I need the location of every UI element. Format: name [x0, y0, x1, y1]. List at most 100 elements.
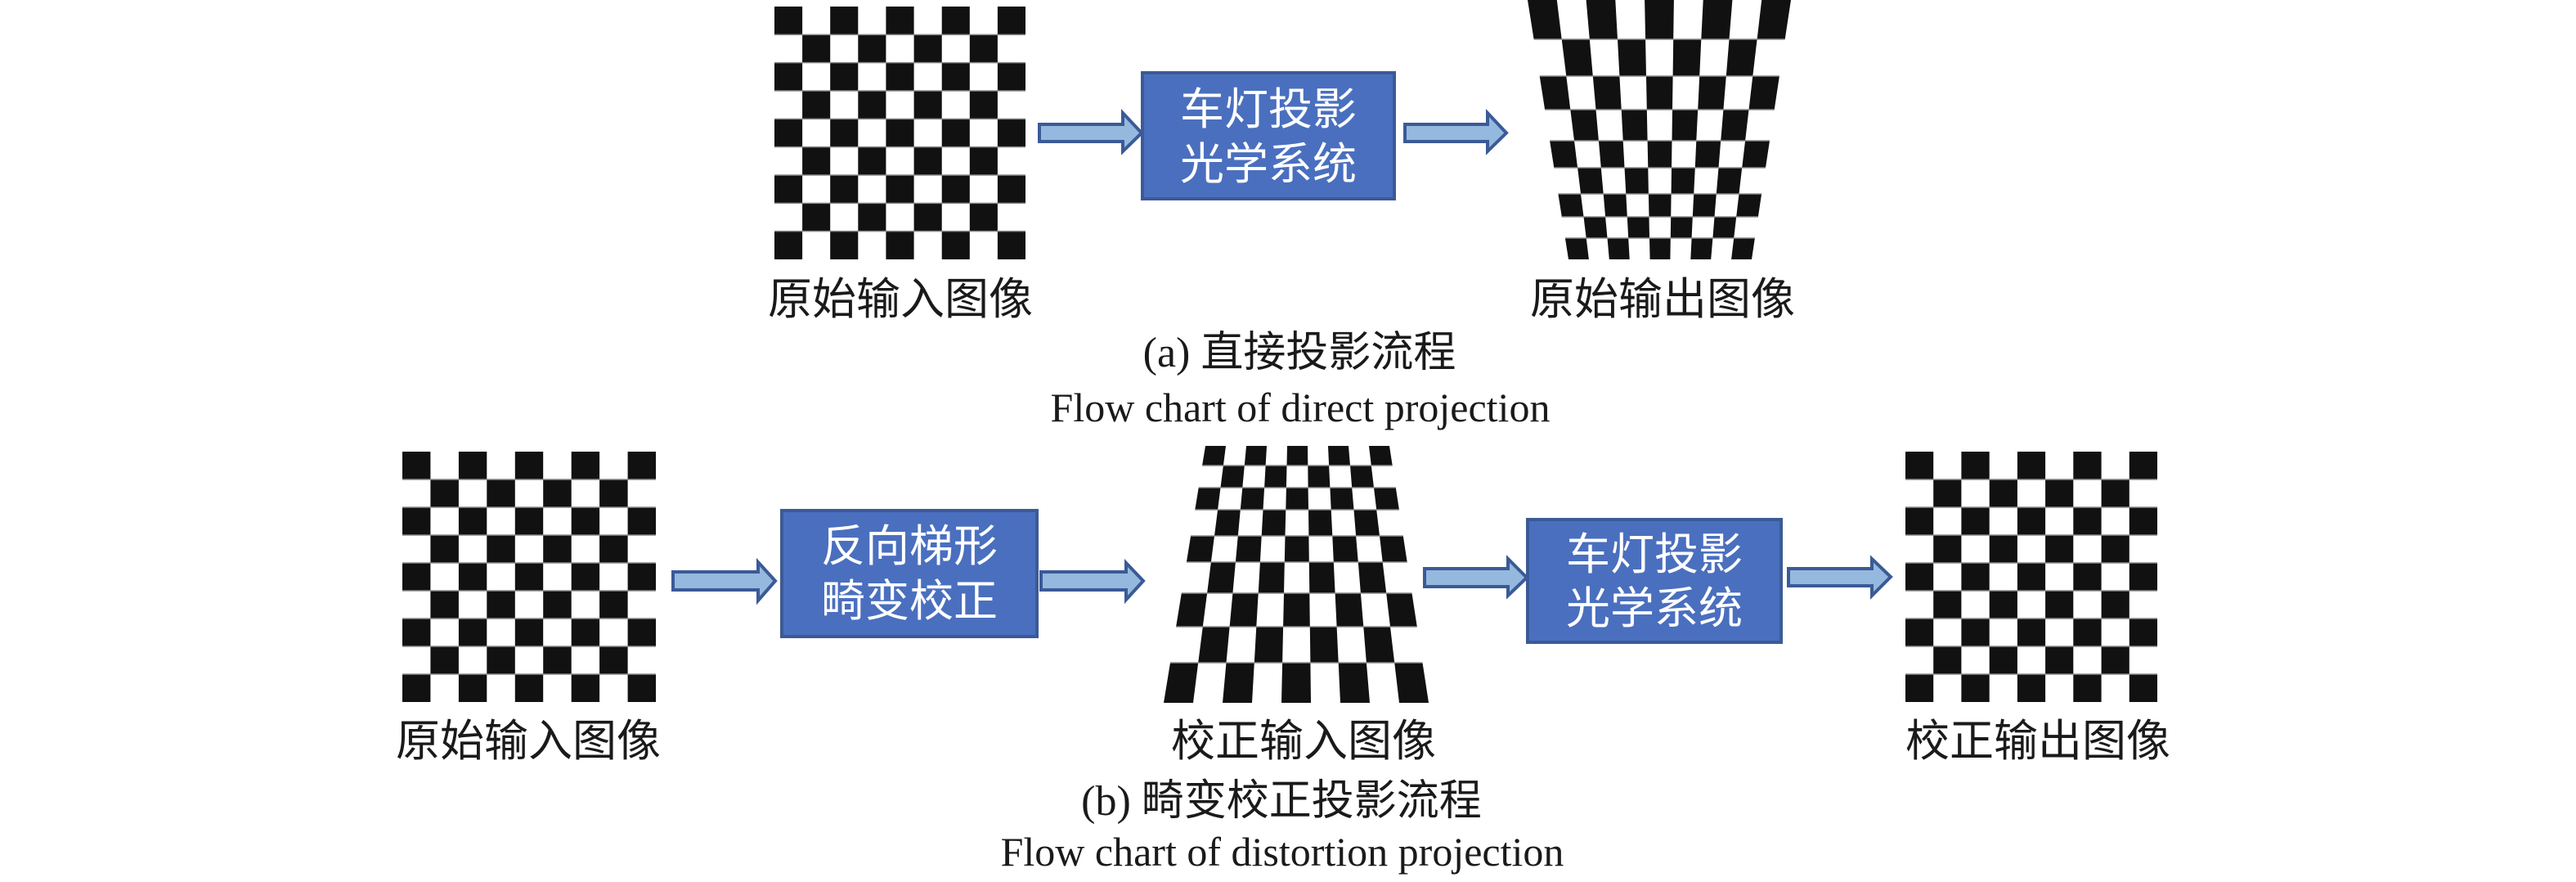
panel-a-arrow-1	[1038, 108, 1144, 155]
panel-b-corrected-cell	[1258, 562, 1285, 593]
panel-a-input-cell	[941, 7, 970, 35]
panel-b-output-cell	[2101, 646, 2129, 674]
panel-a-input-cell	[774, 175, 803, 204]
panel-b-corrected-cell	[1358, 562, 1387, 593]
panel-b-corrected-cell	[1386, 593, 1417, 627]
panel-b-input-label: 原始输入图像	[396, 717, 661, 766]
panel-b-input-cell	[571, 619, 600, 646]
panel-b-input-cell	[487, 479, 515, 507]
panel-b-output-cell	[1905, 452, 1934, 479]
panel-a-input-cell	[886, 7, 914, 35]
panel-b-corrected-label: 校正输入图像	[1171, 717, 1436, 766]
panel-b-arrow-4	[1787, 555, 1893, 600]
panel-b-input-cell	[514, 563, 544, 591]
panel-a-input-cell	[913, 91, 942, 119]
panel-a-input-cell	[774, 7, 803, 35]
panel-a-input-cell	[969, 203, 998, 232]
panel-b-output-cell	[2017, 563, 2046, 591]
panel-b-input-cell	[627, 619, 656, 646]
panel-b-output-cell	[1905, 674, 1934, 702]
panel-a-input-cell	[913, 203, 942, 232]
panel-a-input-cell	[886, 231, 914, 259]
panel-b-output-cell	[2129, 674, 2157, 702]
panel-a-input-cell	[913, 146, 942, 175]
panel-a-output-cell	[1701, 0, 1733, 39]
panel-b-output-cell	[2017, 507, 2046, 535]
panel-a-output-cell	[1648, 194, 1672, 217]
panel-a-input-cell	[802, 146, 831, 175]
panel-a-output-cell	[1624, 168, 1649, 194]
panel-a-input-cell	[941, 175, 970, 204]
panel-a-output-cell	[1721, 110, 1749, 141]
panel-b-arrow-2	[1039, 559, 1146, 605]
panel-a-input-cell	[830, 7, 859, 35]
panel-a-input-cell	[941, 119, 970, 147]
panel-b-input-cell	[571, 452, 600, 479]
panel-b-output-cell	[2017, 452, 2046, 479]
panel-b-corrected-cell	[1380, 536, 1407, 562]
panel-a-input-cell	[830, 175, 859, 204]
panel-b-input-cell	[514, 674, 544, 702]
panel-b-corrected-cell	[1244, 446, 1267, 466]
panel-b-output-cell	[2073, 452, 2102, 479]
panel-b-corrected-cell	[1330, 488, 1354, 510]
panel-a-output-cell	[1592, 76, 1622, 110]
panel-b-input-cell	[543, 591, 572, 619]
panel-b-correction-box-line1: 反向梯形	[821, 522, 998, 571]
panel-b-input-cell	[430, 479, 459, 507]
panel-a-output-cell	[1583, 217, 1608, 238]
panel-b-output-label: 校正输出图像	[1905, 717, 2170, 766]
panel-b-output-cell	[2017, 619, 2046, 646]
panel-a-output-cell	[1748, 76, 1779, 110]
panel-b-corrected-cell	[1328, 446, 1350, 466]
panel-b-process-box-line1: 车灯投影	[1566, 530, 1743, 579]
panel-b-input-cell	[543, 535, 572, 563]
panel-a-output-cell	[1618, 39, 1646, 76]
panel-b-corrected-cell	[1264, 466, 1287, 488]
panel-b-corrected-cell	[1286, 446, 1308, 466]
panel-a-input-cell	[830, 119, 859, 147]
panel-a-input-checkerboard	[774, 7, 1025, 259]
panel-b-input-cell	[599, 535, 628, 563]
panel-b-corrected-cell	[1164, 663, 1199, 703]
panel-b-output-cell	[1989, 535, 2017, 563]
panel-a-output-cell	[1742, 141, 1770, 168]
panel-a-input-cell	[886, 175, 914, 204]
panel-a-output-cell	[1670, 217, 1693, 238]
panel-b-corrected-cell	[1394, 663, 1429, 703]
panel-b-input-cell	[543, 479, 572, 507]
panel-a-output-cell	[1671, 168, 1695, 194]
panel-b-corrected-cell	[1281, 663, 1311, 703]
panel-b-output-cell	[1933, 535, 1962, 563]
panel-b-corrected-cell	[1235, 536, 1262, 562]
panel-b-input-cell	[599, 646, 628, 674]
panel-a-output-cell	[1621, 110, 1648, 141]
panel-b-input-cell	[514, 452, 544, 479]
panel-a-output-cell	[1647, 141, 1672, 168]
panel-a-output-checkerboard	[1528, 0, 1791, 259]
panel-b-caption-en: Flow chart of distortion projection	[1001, 829, 1564, 875]
panel-b-output-cell	[2129, 452, 2157, 479]
panel-a-input-cell	[830, 62, 859, 91]
panel-a-input-cell	[913, 34, 942, 63]
panel-b-input-cell	[402, 674, 431, 702]
panel-a-output-cell	[1716, 168, 1743, 194]
panel-b-input-cell	[402, 452, 431, 479]
panel-b-input-cell	[402, 507, 431, 535]
panel-b-corrected-cell	[1176, 593, 1208, 627]
panel-a-input-cell	[858, 91, 886, 119]
panel-b-output-cell	[2045, 479, 2074, 507]
panel-a-output-cell	[1558, 194, 1584, 217]
panel-b-corrected-checkerboard	[1164, 446, 1429, 703]
panel-b-input-cell	[487, 646, 515, 674]
panel-b-output-cell	[1933, 646, 1962, 674]
panel-a-output-label: 原始输出图像	[1530, 275, 1795, 324]
panel-a-caption-cn: (a) 直接投影流程	[1143, 330, 1456, 376]
panel-b-input-cell	[487, 591, 515, 619]
panel-a-output-cell	[1528, 0, 1562, 39]
panel-a-output-cell	[1586, 0, 1618, 39]
panel-a-input-label: 原始输入图像	[768, 275, 1033, 324]
panel-b-input-cell	[627, 452, 656, 479]
panel-b-correction-box-line2: 畸变校正	[821, 577, 998, 626]
panel-b-output-cell	[2129, 507, 2157, 535]
